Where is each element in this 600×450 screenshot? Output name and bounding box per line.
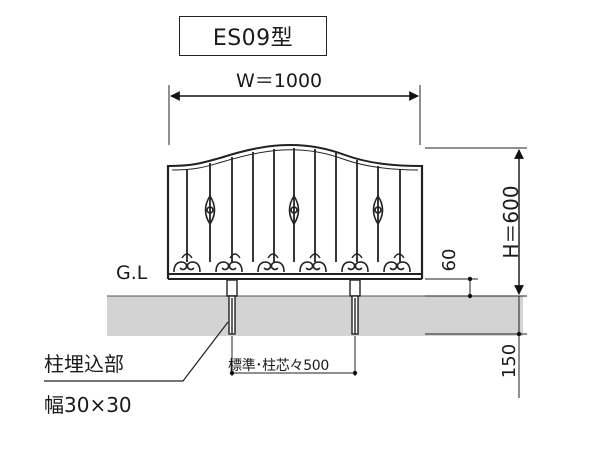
ground-level-label: G.L (116, 262, 148, 284)
post-right (349, 279, 361, 335)
model-label: ES09型 (179, 16, 327, 56)
ground-band (107, 296, 523, 336)
embed-depth-label: 150 (499, 343, 520, 379)
post-left (226, 279, 238, 335)
post-width-note: 幅30×30 (44, 393, 132, 417)
height-dimension-label: H＝600 (499, 185, 523, 259)
post-note-leader (44, 321, 229, 382)
post-embed-note: 柱埋込部 (44, 352, 124, 376)
above-ground-dimension-label: 60 (439, 248, 460, 272)
post-pitch-label: 標準･柱芯々500 (228, 358, 330, 374)
fence-panel (166, 143, 424, 280)
width-dimension-label: W＝1000 (236, 70, 323, 92)
